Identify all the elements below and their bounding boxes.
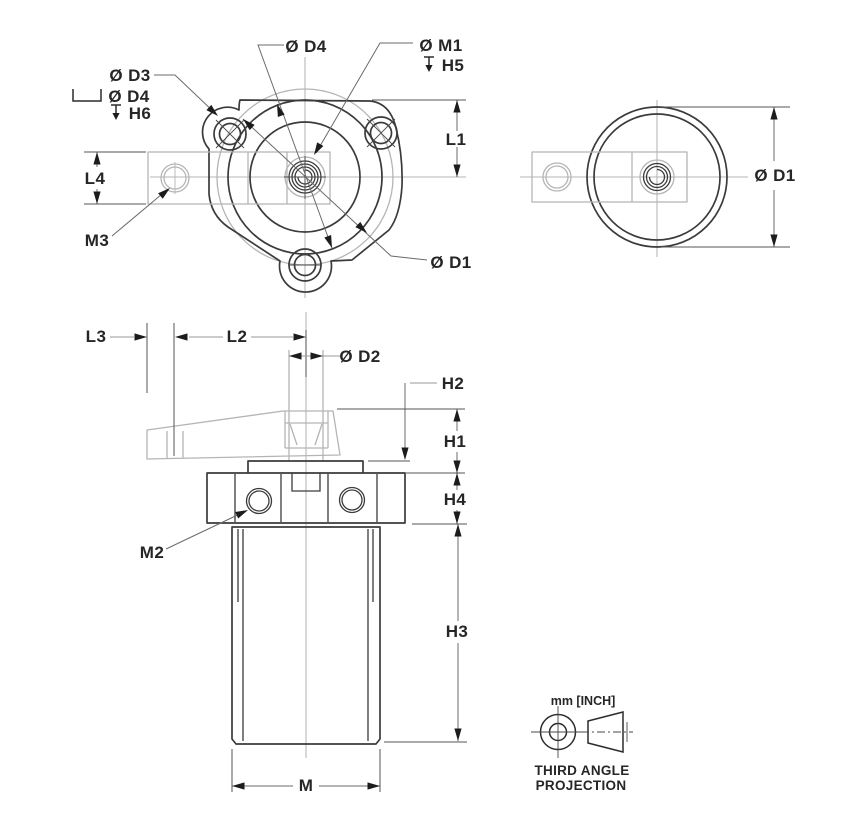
label-l4: L4: [85, 169, 106, 188]
label-h1: H1: [444, 432, 467, 451]
front-view-dimensions: [110, 323, 467, 792]
body-inner-circle: [593, 113, 721, 241]
port-hole-left: [245, 487, 273, 515]
label-d3: Ø D3: [109, 66, 150, 85]
threaded-tube: [231, 526, 381, 745]
piston-rod-top: [284, 156, 326, 199]
projection-title-line2: PROJECTION: [536, 778, 627, 793]
label-l2: L2: [227, 327, 248, 346]
dimension-arrowheads: [134, 333, 462, 790]
label-m: M: [299, 776, 314, 795]
label-l3: L3: [86, 327, 107, 346]
label-h2: H2: [442, 374, 465, 393]
label-d1-top: Ø D1: [430, 253, 471, 272]
label-h6: H6: [129, 104, 152, 123]
label-d1-side: Ø D1: [754, 166, 795, 185]
body-circle: [249, 121, 361, 233]
label-d4-cbore: Ø D4: [108, 87, 149, 106]
top-view-dimensions: [84, 42, 466, 261]
depth-icon: [111, 104, 121, 120]
side-view-dimensions: [661, 106, 790, 248]
label-h4: H4: [444, 490, 467, 509]
label-m3: M3: [85, 231, 109, 250]
port-hole-right: [338, 486, 366, 514]
clamp-arm-top: [147, 151, 331, 205]
depth-icon: [424, 56, 434, 72]
side-view: Ø D1: [520, 100, 795, 257]
counterbore-icon: [72, 89, 102, 102]
units-note: mm [INCH]: [551, 694, 616, 708]
label-m2: M2: [140, 543, 164, 562]
flange-outline: [201, 99, 403, 293]
label-m1: Ø M1: [419, 36, 462, 55]
body-outline-circle: [586, 106, 728, 248]
front-view: L3 L2 Ø D2 H2 H1 H4 H3 M2 M: [86, 312, 469, 795]
label-d2: Ø D2: [339, 347, 380, 366]
top-view-centerlines: [150, 57, 466, 298]
mounting-holes: [213, 116, 398, 282]
cylinder-body: [206, 460, 406, 524]
projection-title-line1: THIRD ANGLE: [534, 763, 629, 778]
projection-icon: [531, 706, 633, 758]
clamp-arm-front: [146, 410, 341, 460]
piston-rod-side: [639, 159, 675, 195]
label-l1: L1: [446, 130, 467, 149]
piston-rod-front: [288, 350, 324, 461]
side-view-centerlines: [520, 100, 748, 257]
label-h3: H3: [446, 622, 469, 641]
label-d4-center: Ø D4: [285, 37, 326, 56]
top-view: Ø D4 Ø M1 H5 Ø D3 Ø D4 H6 L1 L4 M3 Ø D1: [72, 36, 471, 298]
label-h5: H5: [442, 56, 465, 75]
clamp-arm-side: [531, 151, 688, 203]
third-angle-projection-symbol: mm [INCH] THIRD ANGLE PROJECTION: [531, 694, 633, 793]
